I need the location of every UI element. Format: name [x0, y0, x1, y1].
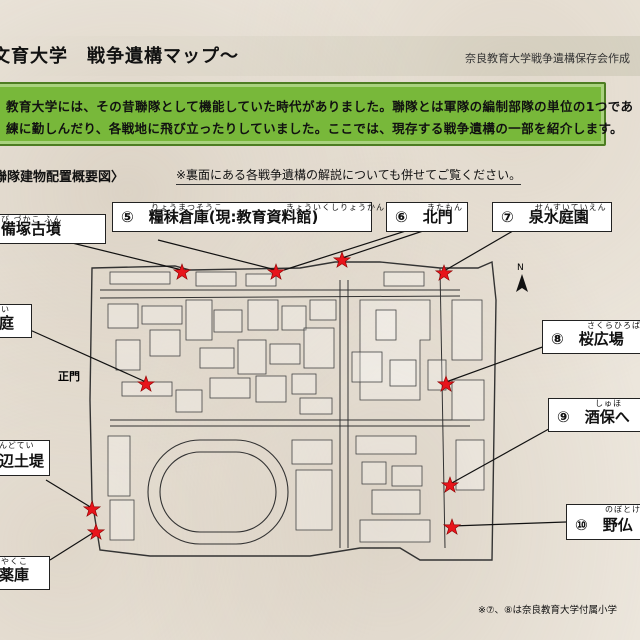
left-buildings	[107, 299, 337, 541]
leader-lines	[29, 227, 567, 561]
title-band	[0, 36, 640, 76]
footnote: ※⑦、⑧は奈良教育大学付属小学	[478, 605, 617, 616]
callout-8-label: ⑧ 桜広場	[551, 330, 624, 348]
callout-9-label: ⑨ 酒保へ	[557, 408, 630, 426]
marker-star-kofun	[172, 263, 192, 280]
callout-yakko-ruby: やくこ	[1, 557, 28, 566]
map-outline	[89, 260, 497, 561]
callout-9-shuho: しゅほ ⑨ 酒保へ	[548, 398, 640, 432]
page-title: 文育大学 戦争遺構マップ～	[0, 46, 239, 67]
callout-yakko: やくこ 薬庫	[0, 556, 50, 590]
callout-tei-ruby: い	[1, 305, 10, 314]
marker-star-10	[442, 518, 462, 535]
marker-star-tei	[136, 375, 156, 392]
callout-6-label: ⑥ 北門	[395, 208, 453, 226]
site-markers	[82, 251, 462, 540]
intro-line-1: 教育大学には、その昔聯隊として機能していた時代がありました。聯隊とは軍隊の編制部…	[6, 99, 634, 114]
callout-tei: い 庭	[0, 304, 32, 338]
callout-5-ruby: りょうまつそうこ きょういくしりょうかん	[151, 203, 385, 212]
callout-10-nobotoke: のぼとけ ⑩ 野仏	[566, 504, 640, 540]
author-credit: 奈良教育大学戦争遺構保存会作成 2	[465, 52, 640, 65]
callout-yakko-label: 薬庫	[0, 566, 30, 584]
callout-7-ruby: せんすいていえん	[535, 203, 607, 212]
section-note: ※裏面にある各戦争遺構の解説についても併せてご覧ください。	[176, 166, 522, 185]
callout-9-ruby: しゅほ	[595, 399, 622, 408]
callout-6-kitamon: きたもん ⑥ 北門	[386, 202, 468, 232]
intro-box: 教育大学には、その昔聯隊として機能していた時代がありました。聯隊とは軍隊の編制部…	[0, 82, 633, 146]
marker-star-yakko	[86, 523, 106, 540]
callout-8-sakura-hiroba: さくらひろば ⑧ 桜広場	[542, 320, 640, 354]
north-arrow-icon	[516, 274, 528, 292]
main-gate-label: 正門	[58, 370, 80, 383]
callout-7-sensui-teien: せんすいていえん ⑦ 泉水庭園	[492, 202, 612, 232]
callout-10-ruby: のぼとけ	[605, 505, 640, 514]
callout-5-label: ⑤ 糧秣倉庫(現:教育資料館)	[121, 208, 319, 226]
callout-7-label: ⑦ 泉水庭園	[501, 208, 589, 226]
north-label: N	[517, 263, 524, 273]
marker-star-5	[266, 263, 286, 280]
track-field	[147, 439, 289, 545]
callout-kofun-ruby: び づかこ ふん	[1, 215, 63, 224]
callout-5-ryomatsu-soko: りょうまつそうこ きょういくしりょうかん ⑤ 糧秣倉庫(現:教育資料館)	[112, 202, 384, 232]
marker-star-7	[434, 264, 454, 281]
marker-star-dote	[82, 500, 102, 517]
callout-dote: んどてい 辺土堤	[0, 440, 50, 476]
callout-kofun: び づかこ ふん 備塚古墳	[0, 214, 106, 244]
callout-kofun-label: 備塚古墳	[1, 220, 62, 238]
marker-star-6	[332, 251, 352, 268]
callout-dote-ruby: んどてい	[0, 441, 35, 450]
callout-dote-label: 辺土堤	[0, 452, 45, 470]
callout-10-label: ⑩ 野仏	[575, 516, 633, 534]
marker-star-8	[436, 375, 456, 392]
callout-tei-label: 庭	[0, 314, 15, 332]
marker-star-9	[440, 476, 460, 493]
section-heading: 聯隊建物配置概要図〉	[0, 170, 125, 185]
callout-6-ruby: きたもん	[427, 203, 463, 212]
right-buildings	[351, 299, 485, 543]
callout-8-ruby: さくらひろば	[587, 321, 640, 330]
intro-line-2: 練に勤しんだり、各戦地に飛び立ったりしていました。ここでは、現存する戦争遺構の一…	[6, 121, 624, 136]
